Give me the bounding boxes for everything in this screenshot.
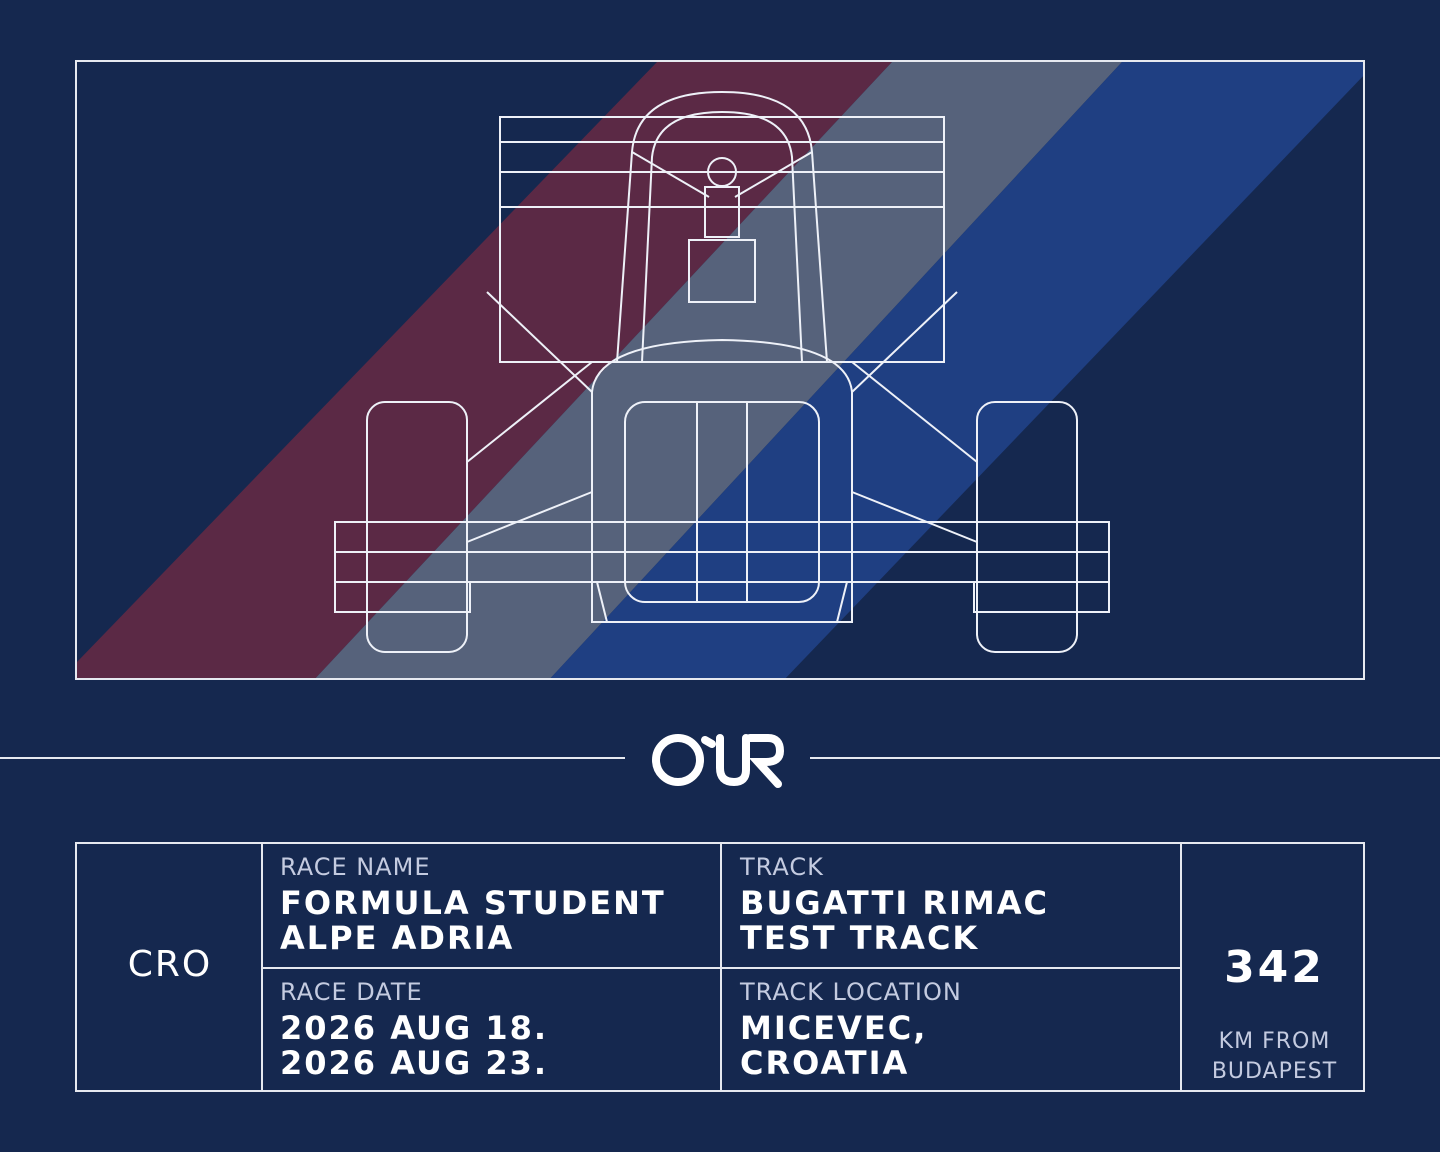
car-blueprint-frame [75, 60, 1365, 680]
track-line1: BUGATTI RIMAC [740, 884, 1049, 922]
race-name-label: RACE NAME [280, 853, 431, 881]
our-logo [652, 734, 785, 788]
track-line2: TEST TRACK [740, 919, 980, 957]
track-location-label: TRACK LOCATION [740, 978, 962, 1006]
stripe-red [77, 62, 892, 678]
divider-left [0, 757, 625, 759]
track-location-line1: MICEVEC, [740, 1009, 928, 1047]
distance-label-line1: KM FROM [1218, 1029, 1331, 1054]
car-outline [334, 90, 1110, 653]
country-code: CRO [127, 944, 213, 985]
car-blueprint [77, 62, 1363, 678]
race-date-start: 2026 AUG 18. [280, 1009, 549, 1047]
distance-label-line2: BUDAPEST [1211, 1059, 1338, 1084]
divider-right [810, 757, 1440, 759]
race-date-end: 2026 AUG 23. [280, 1044, 549, 1082]
stripe-grey [315, 62, 1122, 678]
race-name-line2: ALPE ADRIA [280, 919, 515, 957]
table-divider [261, 844, 263, 1090]
track-location-cell: TRACK LOCATION MICEVEC, CROATIA [740, 979, 962, 1081]
track-label: TRACK [740, 853, 824, 881]
track-cell: TRACK BUGATTI RIMAC TEST TRACK [740, 854, 1049, 956]
race-name-cell: RACE NAME FORMULA STUDENT ALPE ADRIA [280, 854, 666, 956]
track-location-line2: CROATIA [740, 1044, 910, 1082]
race-name-line1: FORMULA STUDENT [280, 884, 666, 922]
table-divider [263, 967, 1182, 969]
race-date-cell: RACE DATE 2026 AUG 18. 2026 AUG 23. [280, 979, 548, 1081]
race-info-table: CRO RACE NAME FORMULA STUDENT ALPE ADRIA… [75, 842, 1365, 1092]
race-date-label: RACE DATE [280, 978, 423, 1006]
stripe-blue [550, 62, 1363, 678]
distance-label: KM FROM BUDAPEST [1182, 1027, 1367, 1087]
distance-value: 342 [1224, 942, 1325, 993]
